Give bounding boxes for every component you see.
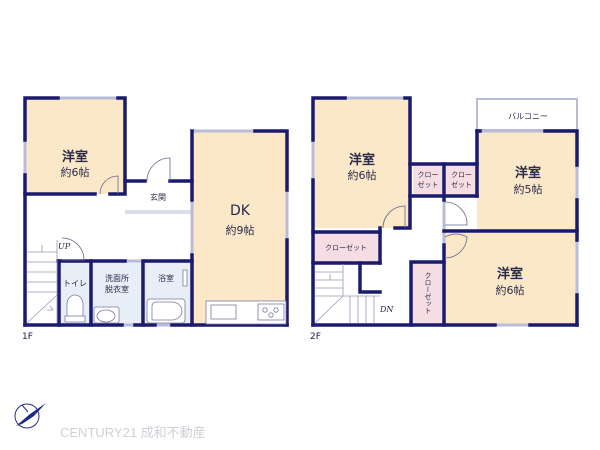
dk-name: DK <box>230 203 250 219</box>
western-room-2f-a-fill <box>313 98 410 228</box>
dk-fill <box>192 131 287 325</box>
floor-2f-label: 2F <box>310 332 321 342</box>
stairs-1f <box>26 240 58 324</box>
closet-2f-2-line1: クロー <box>451 171 472 179</box>
closet-2f-2-fill <box>446 165 477 195</box>
stairs-2f <box>314 264 380 324</box>
western-room-1f-size: 約6帖 <box>60 166 90 179</box>
western-room-2f-c-name: 洋室 <box>496 267 523 282</box>
western-room-2f-c-fill <box>444 233 577 325</box>
closet-2f-3-label: クローゼット <box>325 244 367 252</box>
bathroom-label: 浴室 <box>158 274 174 283</box>
walls-1f <box>23 96 289 327</box>
toilet-label: トイレ <box>63 279 87 288</box>
bathtub-icon <box>146 269 188 324</box>
kitchen-counter <box>205 300 287 325</box>
kitchen-sink-icon <box>210 304 237 320</box>
western-room-1f-fill <box>25 98 125 194</box>
sink-icon <box>93 306 120 324</box>
entrance-label: 玄関 <box>150 193 166 202</box>
western-room-2f-a-size: 約6帖 <box>347 169 377 182</box>
windows-1f <box>23 96 289 327</box>
toilet-icon <box>64 294 86 323</box>
stove-icon <box>257 303 285 321</box>
balcony-label: バルコニー <box>508 112 548 121</box>
closet-2f-3-fill <box>313 233 378 263</box>
door-swings-2f <box>382 201 468 259</box>
closet-2f-1-line2: ゼット <box>417 181 439 189</box>
brand-watermark: CENTURY21 成和不動産 <box>60 425 206 440</box>
western-room-2f-b-name: 洋室 <box>514 166 541 181</box>
bird-compass-logo-icon <box>14 403 46 429</box>
washroom-label-line1: 洗面所 <box>105 274 129 283</box>
stairs-down-label: DN <box>380 305 394 314</box>
entrance-step <box>125 210 192 214</box>
western-room-2f-b-fill <box>477 131 577 231</box>
floor-1f-label: 1F <box>22 332 33 342</box>
stairs-up-label: UP <box>58 242 71 251</box>
closet-2f-4-fill <box>412 263 442 325</box>
closet-2f-1-fill <box>413 165 443 195</box>
balcony <box>476 98 578 131</box>
western-room-2f-a-name: 洋室 <box>348 153 375 168</box>
closet-2f-2-line2: ゼット <box>451 181 472 189</box>
western-room-1f-name: 洋室 <box>61 150 88 165</box>
western-room-2f-c-size: 約6帖 <box>495 284 525 297</box>
windows-2f <box>311 96 579 327</box>
closet-2f-1-line1: クロー <box>417 171 439 179</box>
dk-size: 約9帖 <box>225 224 255 237</box>
walls-2f <box>311 96 579 327</box>
western-room-2f-b-size: 約5帖 <box>513 183 543 196</box>
washroom-label-line2: 脱衣室 <box>105 285 129 294</box>
closet-2f-4-label: クローゼット <box>424 272 432 314</box>
door-swings-1f <box>61 157 171 261</box>
